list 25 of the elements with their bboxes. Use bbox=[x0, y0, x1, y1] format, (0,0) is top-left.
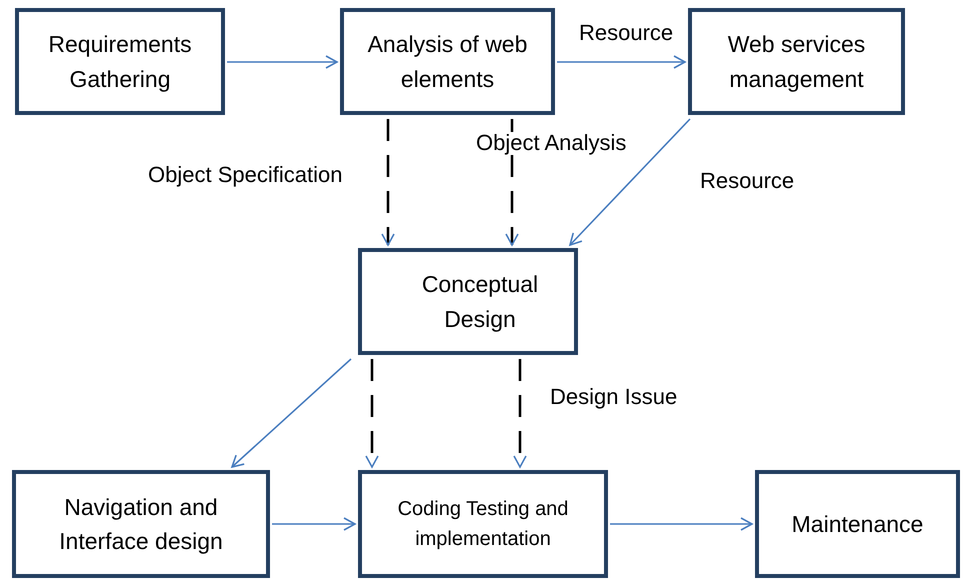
arrow bbox=[513, 359, 527, 468]
box-text: Coding Testing and implementation bbox=[396, 497, 570, 552]
arrow bbox=[569, 118, 691, 246]
arrow bbox=[272, 517, 356, 531]
process-box bbox=[358, 470, 608, 578]
arrow bbox=[227, 55, 338, 69]
process-box bbox=[15, 8, 225, 115]
process-box bbox=[340, 8, 555, 115]
process-box bbox=[688, 8, 905, 115]
arrow bbox=[231, 358, 352, 468]
arrow bbox=[365, 359, 379, 468]
box-text: Analysis of web elements bbox=[366, 30, 528, 94]
edge-label: Object Specification bbox=[146, 164, 344, 186]
process-box bbox=[12, 470, 270, 578]
process-box bbox=[358, 248, 578, 355]
box-text: Maintenance bbox=[790, 510, 924, 539]
edge-label: Object Analysis bbox=[474, 132, 628, 154]
arrow bbox=[557, 55, 686, 69]
arrow bbox=[610, 517, 753, 531]
box-text: Requirements Gathering bbox=[47, 30, 193, 94]
box-text: Navigation and Interface design bbox=[58, 492, 224, 556]
box-text: Web services management bbox=[726, 30, 866, 94]
process-box bbox=[755, 470, 960, 578]
arrow bbox=[381, 119, 395, 246]
box-text: Conceptual Design bbox=[420, 270, 540, 334]
